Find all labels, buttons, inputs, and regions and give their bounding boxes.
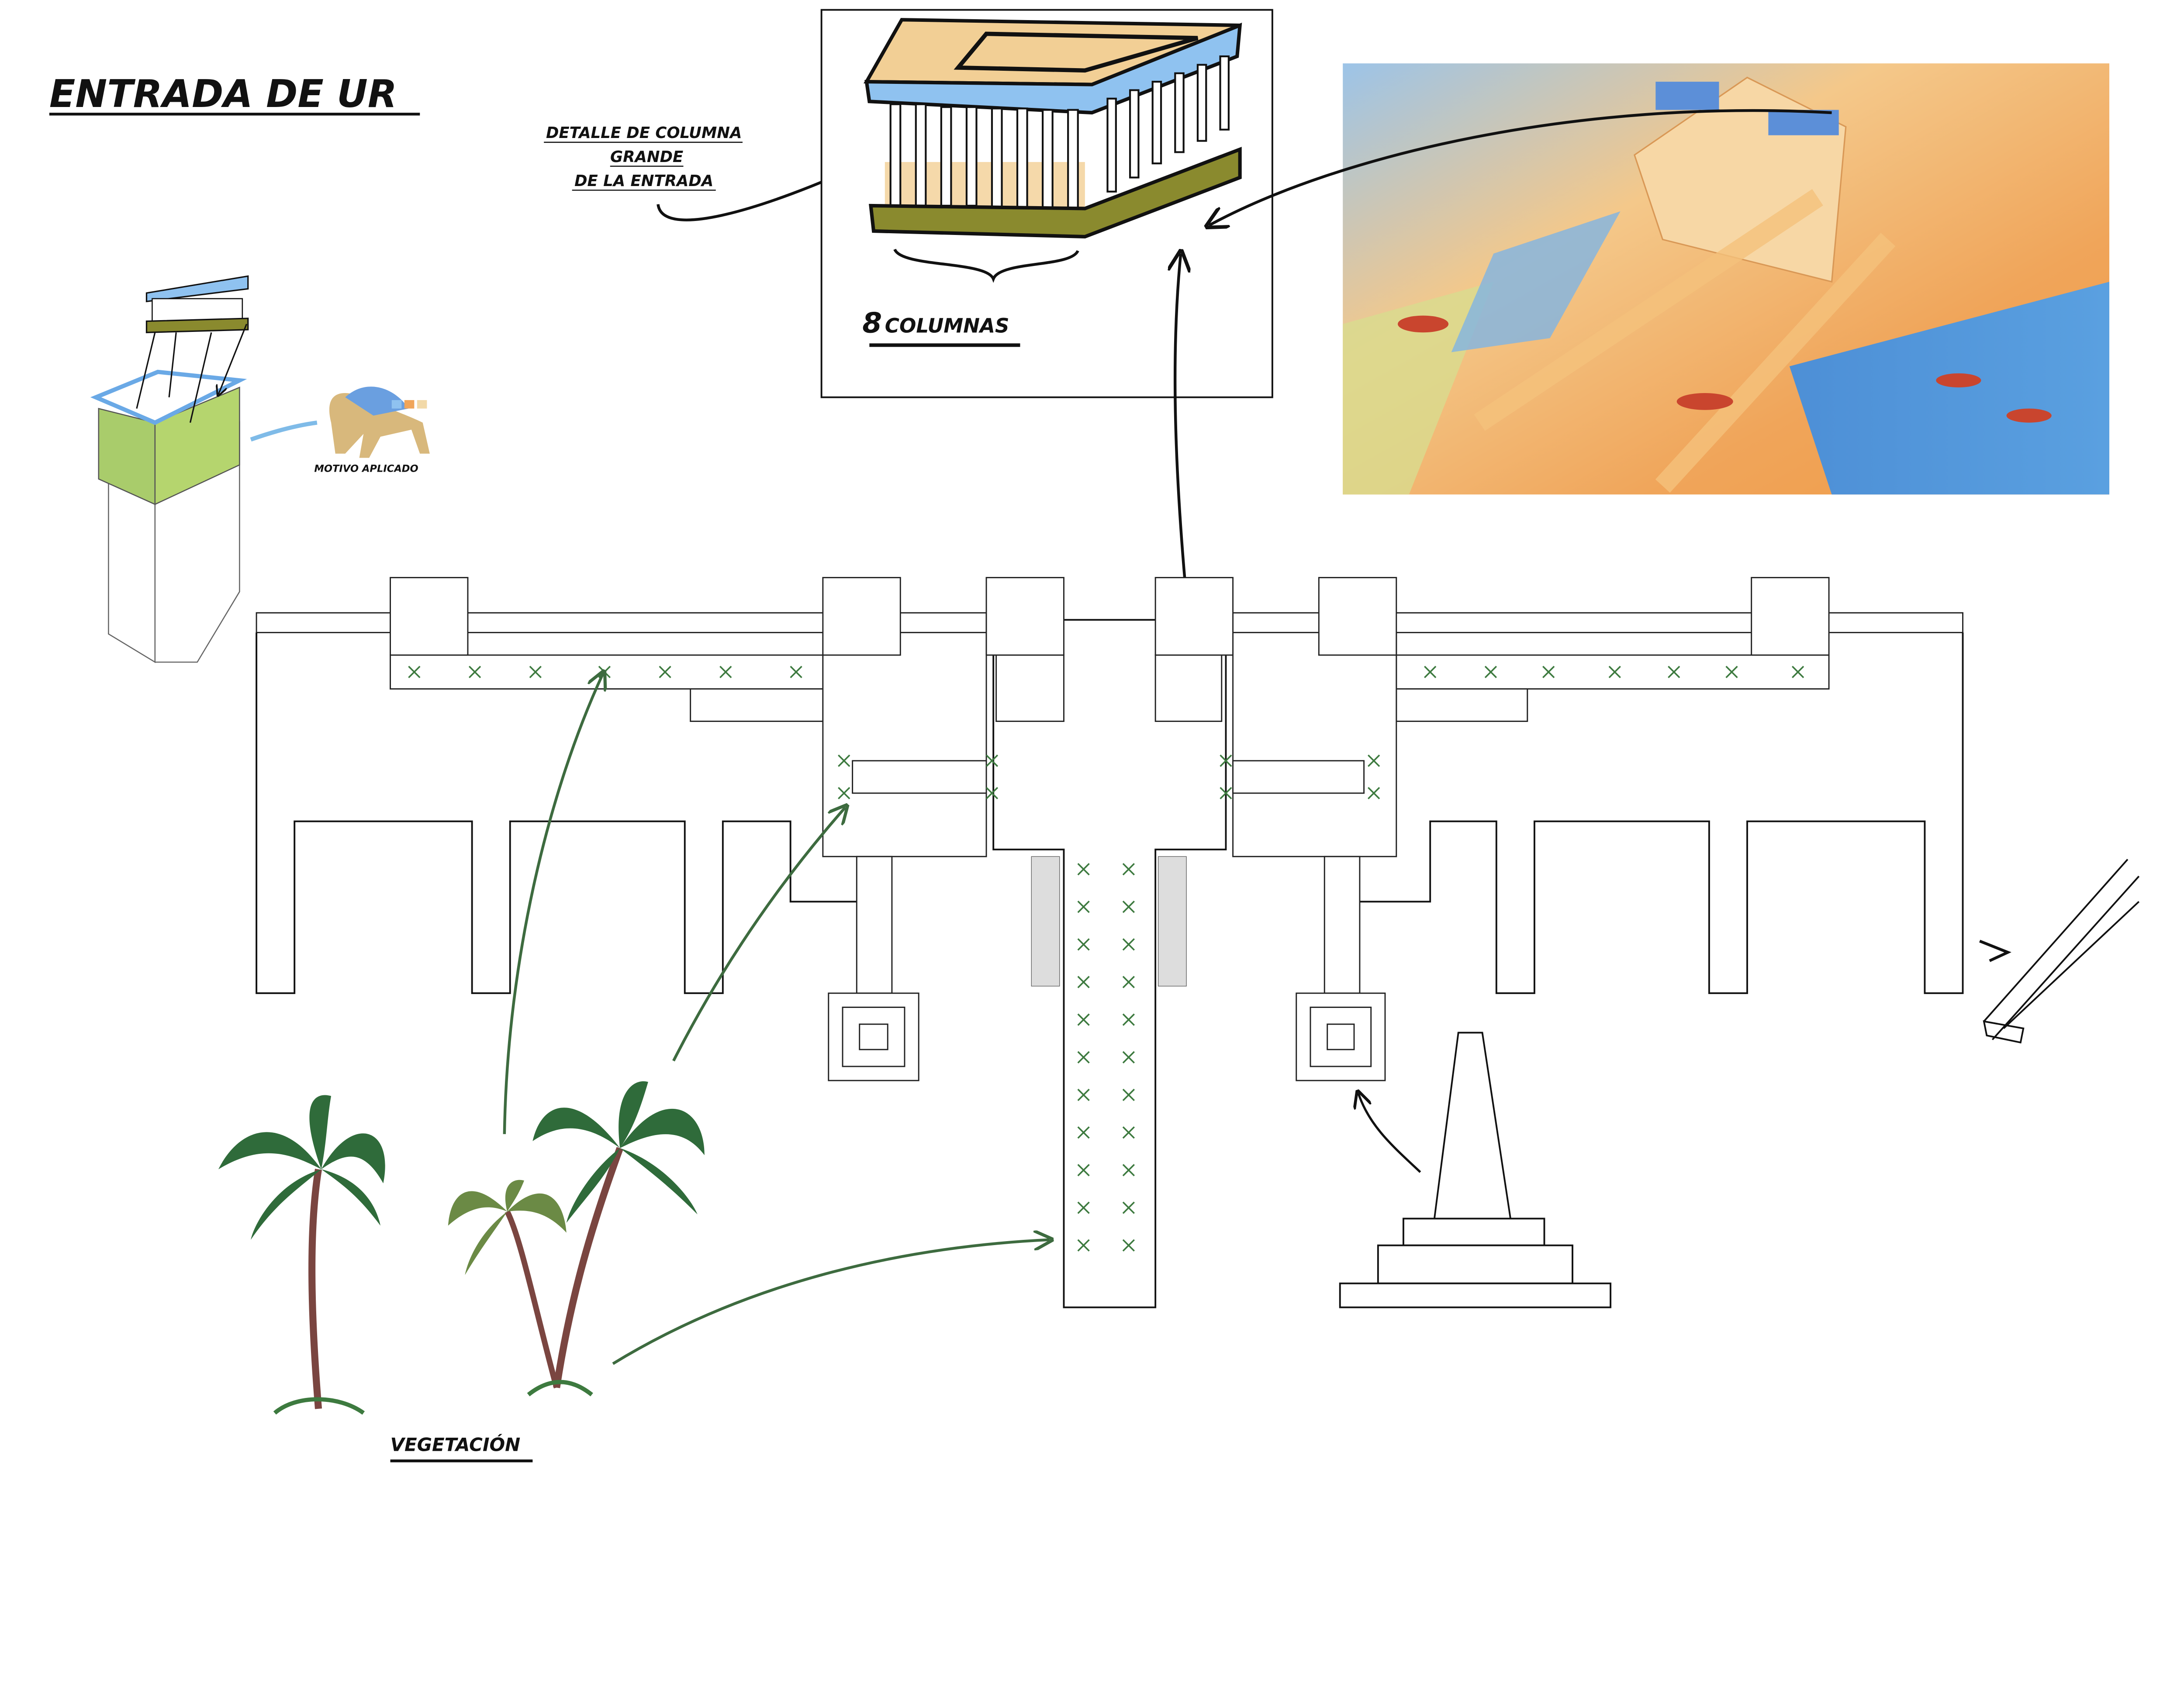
tower-to-detail-arrow [1175, 254, 1188, 613]
palm-marker-x [408, 666, 421, 678]
right-gate-block [1232, 632, 1397, 857]
palm-marker-x [1122, 1201, 1135, 1214]
palm-marker-x [1220, 754, 1232, 767]
palm-marker-x [838, 754, 850, 767]
concept-sheet: ENTRADA DE UR DETALLE DE COLUMNA GRANDE … [49, 9, 2140, 1463]
palm-marker-x [838, 787, 850, 800]
palm-marker-x [1122, 901, 1135, 913]
towers [390, 577, 1830, 656]
colonnade-illustration [863, 18, 1242, 238]
left-planter-strip [390, 654, 824, 690]
palm-marker-x [1424, 666, 1437, 678]
palm-tree-single [218, 1095, 385, 1415]
obelisk-sketch [1339, 1032, 1612, 1308]
vegetation-label-text: VEGETACIÓN [390, 1434, 521, 1456]
column-count-number: 8 [862, 307, 882, 339]
detail-label-line-2: GRANDE [610, 148, 683, 166]
beam-sketch [1979, 859, 2140, 1044]
palm-marker-x [468, 666, 481, 678]
pillar-sketch [90, 275, 318, 663]
palm-marker-x [1122, 1051, 1135, 1064]
palm-marker-x [1077, 1013, 1090, 1026]
title-text: ENTRADA DE UR [49, 72, 397, 116]
palm-tree-double [448, 1081, 705, 1397]
brace [893, 248, 1079, 283]
palm-marker-x [1077, 901, 1090, 913]
palm-marker-x [1368, 754, 1380, 767]
motif-label: MOTIVO APLICADO [314, 463, 418, 475]
palm-marker-x [1122, 938, 1135, 951]
palm-marker-x [1122, 1088, 1135, 1101]
palm-marker-x [1077, 1201, 1090, 1214]
palm-marker-x [1122, 1239, 1135, 1252]
stairs [1031, 856, 1187, 987]
palm-marker-x [1791, 666, 1804, 678]
vegetation-label: VEGETACIÓN [390, 1434, 533, 1463]
right-planter-strip [1396, 654, 1830, 690]
detail-label-line-3: DE LA ENTRADA [574, 172, 713, 190]
pedestals [828, 856, 1386, 1081]
palm-marker-x [1077, 1126, 1090, 1139]
palm-marker-x [1077, 1164, 1090, 1177]
palm-marker-x [1608, 666, 1621, 678]
palm-marker-x [1122, 976, 1135, 988]
palm-marker-x [1725, 666, 1738, 678]
palm-marker-x [1122, 1013, 1135, 1026]
column-count-label: COLUMNAS [885, 314, 1009, 337]
left-gate-block [822, 632, 987, 857]
detail-label-line-1: DETALLE DE COLUMNA [546, 124, 742, 142]
palm-marker-x [1077, 863, 1090, 876]
palm-marker-x [1077, 1051, 1090, 1064]
sheet-title: ENTRADA DE UR [49, 72, 420, 116]
palm-marker-x [1668, 666, 1680, 678]
lamassu-motif: MOTIVO APLICADO [314, 386, 430, 475]
palm-position-markers [408, 666, 1804, 1252]
palm-marker-x [1122, 1164, 1135, 1177]
palm-marker-x [1368, 787, 1380, 800]
palm-marker-x [790, 666, 802, 678]
column-detail-panel: 8 COLUMNAS [820, 9, 1273, 398]
vegetation-arrows [503, 673, 1050, 1365]
palm-marker-x [1220, 787, 1232, 800]
palm-marker-x [1122, 863, 1135, 876]
city-render-image [1343, 63, 2110, 495]
palm-marker-x [1077, 976, 1090, 988]
palm-marker-x [1122, 1126, 1135, 1139]
palm-marker-x [659, 666, 671, 678]
render-to-detail-arrow [1209, 109, 1832, 225]
palm-marker-x [1077, 938, 1090, 951]
palm-marker-x [1077, 1088, 1090, 1101]
palm-marker-x [1077, 1239, 1090, 1252]
palm-marker-x [1484, 666, 1497, 678]
entrance-floor-plan [256, 577, 1964, 1308]
palm-marker-x [1542, 666, 1555, 678]
palm-marker-x [719, 666, 732, 678]
palm-marker-x [529, 666, 542, 678]
palm-marker-x [985, 754, 999, 767]
palm-marker-x [985, 787, 999, 800]
